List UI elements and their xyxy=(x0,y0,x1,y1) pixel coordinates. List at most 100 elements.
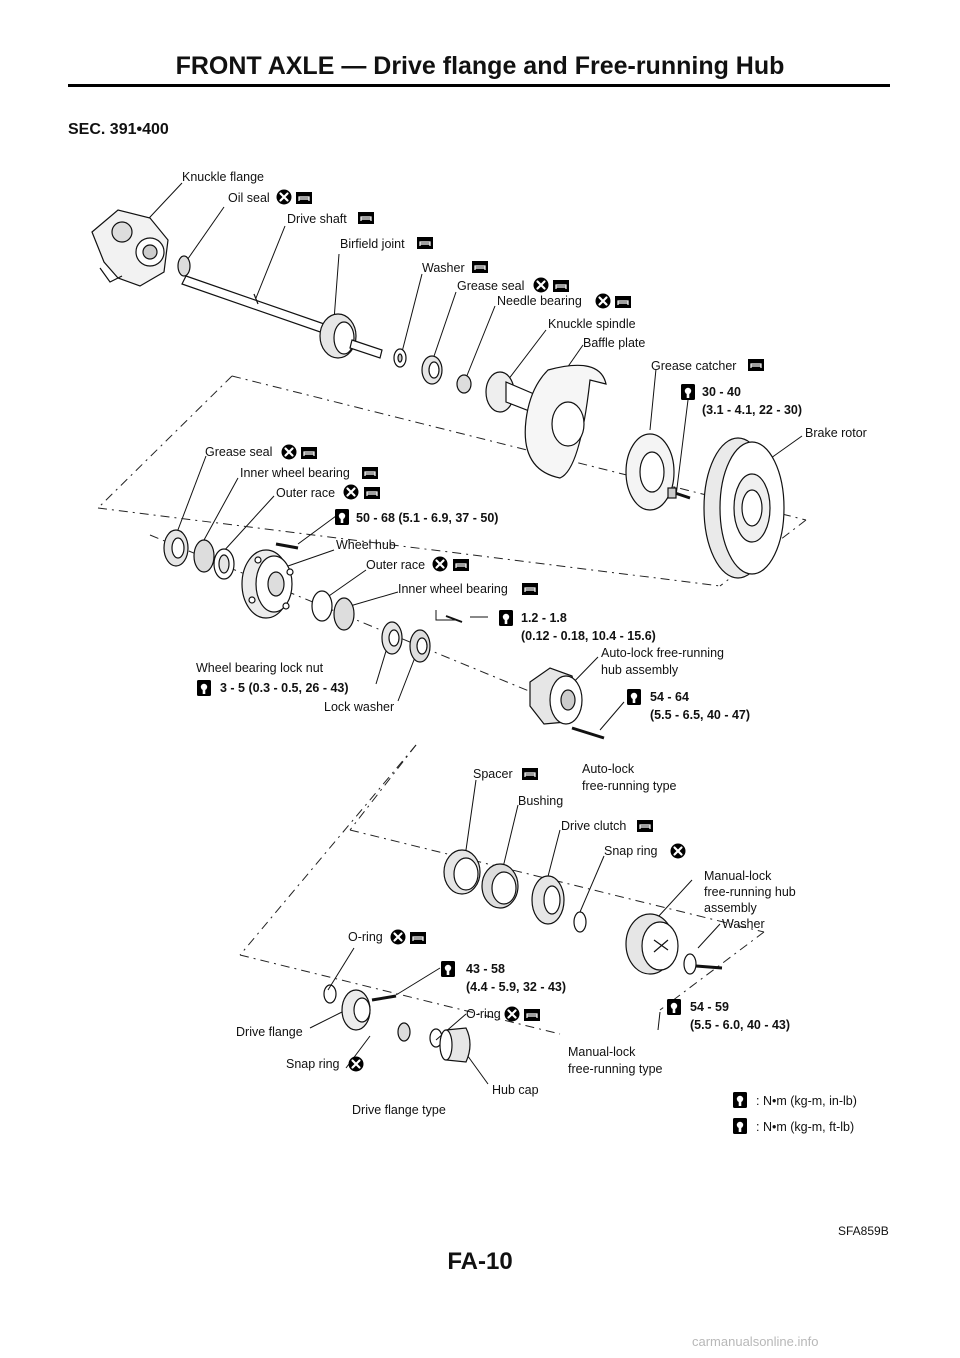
leader-lines xyxy=(135,182,803,1085)
grease-icon xyxy=(357,211,375,225)
grease-icon xyxy=(614,295,632,309)
label-drive-clutch: Drive clutch xyxy=(561,819,626,833)
torque-value: 50 - 68 (5.1 - 6.9, 37 - 50) xyxy=(356,511,498,525)
seal-replace-icon xyxy=(532,276,550,294)
label-drive-flange-type: Drive flange type xyxy=(352,1103,446,1117)
label-spacer: Spacer xyxy=(473,767,513,781)
grease-icon xyxy=(747,358,765,372)
seal-replace-icon xyxy=(280,443,298,461)
grease-icon xyxy=(295,191,313,205)
label-washer: Washer xyxy=(422,261,465,275)
grease-icon xyxy=(471,260,489,274)
torque-value: 43 - 58 xyxy=(466,962,505,976)
label-drive-flange: Drive flange xyxy=(236,1025,303,1039)
grease-icon xyxy=(636,819,654,833)
seal-replace-icon xyxy=(669,842,687,860)
page-title: FRONT AXLE — Drive flange and Free-runni… xyxy=(175,52,785,80)
torque-icon xyxy=(681,384,695,400)
label-manual-hub-3: assembly xyxy=(704,901,758,915)
label-baffle-plate: Baffle plate xyxy=(583,336,645,350)
label-grease-seal-2: Grease seal xyxy=(205,445,272,459)
label-snap-ring-2: Snap ring xyxy=(286,1057,340,1071)
seal-replace-icon xyxy=(389,928,407,946)
label-o-ring: O-ring xyxy=(348,930,383,944)
grease-icon xyxy=(363,486,381,500)
seal-replace-icon xyxy=(431,555,449,573)
label-manual-type: Manual-lock xyxy=(568,1045,636,1059)
grease-icon xyxy=(452,558,470,572)
torque-value: 1.2 - 1.8 xyxy=(521,611,567,625)
label-wheel-bearing-lock-nut: Wheel bearing lock nut xyxy=(196,661,324,675)
torque-icon xyxy=(627,689,641,705)
torque-value: 54 - 64 xyxy=(650,690,689,704)
seal-replace-icon xyxy=(342,483,360,501)
torque-value-detail: (3.1 - 4.1, 22 - 30) xyxy=(702,403,802,417)
page-number: FA-10 xyxy=(447,1248,513,1275)
label-auto-lock-hub: Auto-lock free-running xyxy=(601,646,724,660)
label-bushing: Bushing xyxy=(518,794,563,808)
upper-parts xyxy=(91,209,785,579)
grease-icon xyxy=(552,279,570,293)
label-hub-cap: Hub cap xyxy=(492,1083,539,1097)
hub-parts xyxy=(163,529,605,740)
torque-value: 30 - 40 xyxy=(702,385,741,399)
label-auto-lock-type: Auto-lock xyxy=(582,762,635,776)
grease-icon xyxy=(409,931,427,945)
label-birfield-joint: Birfield joint xyxy=(340,237,405,251)
label-oil-seal: Oil seal xyxy=(228,191,270,205)
torque-icon xyxy=(335,509,349,525)
legend-ftlb: : N•m (kg-m, ft-lb) xyxy=(756,1120,854,1134)
label-brake-rotor: Brake rotor xyxy=(805,426,867,440)
seal-replace-icon xyxy=(503,1005,521,1023)
watermark: carmanualsonline.info xyxy=(692,1334,819,1349)
grease-icon xyxy=(521,767,539,781)
label-washer-2: Washer xyxy=(722,917,765,931)
label-drive-shaft: Drive shaft xyxy=(287,212,347,226)
torque-value-detail: (5.5 - 6.0, 40 - 43) xyxy=(690,1018,790,1032)
grease-icon xyxy=(521,582,539,596)
label-inner-wheel-bearing-2: Inner wheel bearing xyxy=(398,582,508,596)
torque-icon xyxy=(733,1118,747,1134)
label-manual-hub-2: free-running hub xyxy=(704,885,796,899)
label-wheel-hub: Wheel hub xyxy=(336,538,396,552)
torque-value-detail: (4.4 - 5.9, 32 - 43) xyxy=(466,980,566,994)
torque-icon xyxy=(499,610,513,626)
label-needle-bearing: Needle bearing xyxy=(497,294,582,308)
seal-replace-icon xyxy=(275,188,293,206)
label-grease-catcher: Grease catcher xyxy=(651,359,736,373)
torque-icon xyxy=(441,961,455,977)
label-outer-race-2: Outer race xyxy=(366,558,425,572)
lower-parts xyxy=(323,849,723,1063)
legend-inlb: : N•m (kg-m, in-lb) xyxy=(756,1094,857,1108)
torque-value-detail: (5.5 - 6.5, 40 - 47) xyxy=(650,708,750,722)
grease-icon xyxy=(361,466,379,480)
grease-icon xyxy=(523,1008,541,1022)
figure-code: SFA859B xyxy=(838,1224,889,1238)
torque-icon xyxy=(197,680,211,696)
label-manual-hub: Manual-lock xyxy=(704,869,772,883)
label-o-ring-2: O-ring xyxy=(466,1007,501,1021)
torque-value-detail: (0.12 - 0.18, 10.4 - 15.6) xyxy=(521,629,656,643)
section-number: SEC. 391•400 xyxy=(68,121,169,138)
seal-replace-icon xyxy=(347,1055,365,1073)
title-rule xyxy=(68,84,890,87)
seal-replace-icon xyxy=(594,292,612,310)
label-auto-lock-hub-2: hub assembly xyxy=(601,663,679,677)
label-lock-washer: Lock washer xyxy=(324,700,394,714)
label-auto-lock-type-2: free-running type xyxy=(582,779,677,793)
label-snap-ring: Snap ring xyxy=(604,844,658,858)
torque-value: 3 - 5 (0.3 - 0.5, 26 - 43) xyxy=(220,681,349,695)
torque-value: 54 - 59 xyxy=(690,1000,729,1014)
label-grease-seal: Grease seal xyxy=(457,279,524,293)
label-knuckle-spindle: Knuckle spindle xyxy=(548,317,636,331)
label-manual-type-2: free-running type xyxy=(568,1062,663,1076)
grease-icon xyxy=(416,236,434,250)
label-outer-race: Outer race xyxy=(276,486,335,500)
torque-icon xyxy=(667,999,681,1015)
dashed-guide-lines xyxy=(97,375,807,1035)
grease-icon xyxy=(300,446,318,460)
label-inner-wheel-bearing: Inner wheel bearing xyxy=(240,466,350,480)
label-knuckle-flange: Knuckle flange xyxy=(182,170,264,184)
torque-icon xyxy=(733,1092,747,1108)
